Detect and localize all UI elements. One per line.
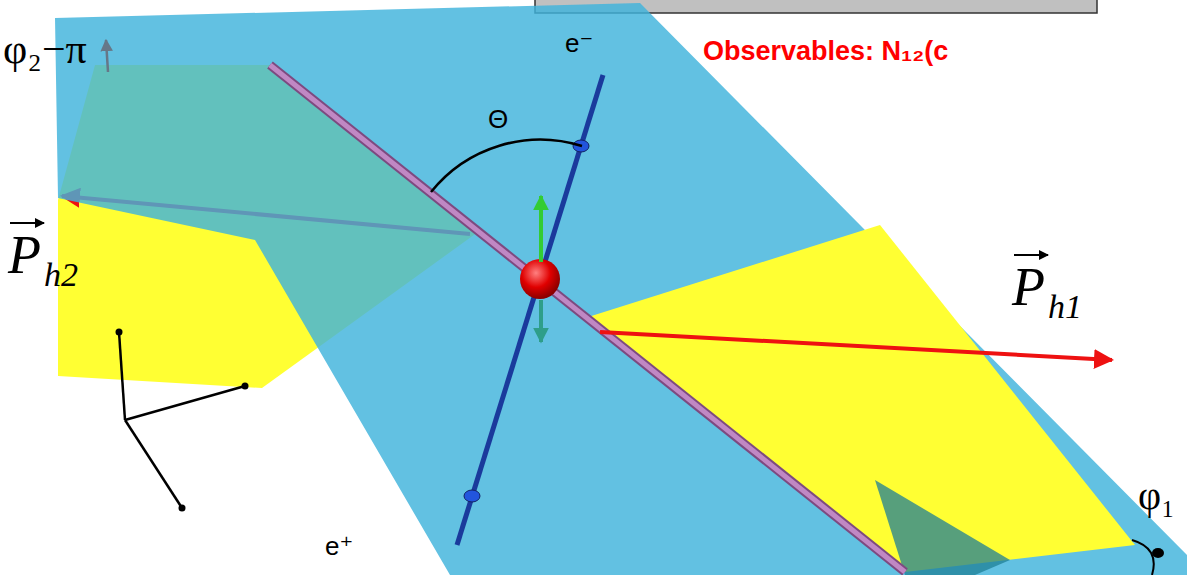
vector-arrow xyxy=(1014,254,1048,256)
normal-arrow xyxy=(106,40,108,72)
momentum-symbol: P xyxy=(8,228,41,282)
vector-arrow xyxy=(10,222,44,224)
hadron-plane-1 xyxy=(585,225,1135,572)
angle-label: φ₂−π xyxy=(3,28,87,70)
spin-arrow-up xyxy=(539,196,543,262)
particle-label: e⁻ xyxy=(565,30,593,56)
beam-axis xyxy=(270,65,905,572)
beam-axis-edge xyxy=(270,65,905,572)
angle-marker xyxy=(1152,548,1164,558)
momentum-symbol: P xyxy=(1012,260,1045,314)
angle-label: Θ xyxy=(488,106,508,132)
axis-tip xyxy=(242,383,249,390)
angle-arc xyxy=(1132,540,1154,575)
axis-tip xyxy=(116,329,123,336)
axis-line xyxy=(125,386,245,420)
axis-tip xyxy=(179,505,186,512)
interaction-point xyxy=(520,259,560,299)
axis-line xyxy=(125,420,182,508)
angle-arc xyxy=(431,140,582,192)
lepton-plane xyxy=(55,3,1187,575)
spin-arrow-down xyxy=(539,300,543,342)
angle-label: φ₁ xyxy=(1138,476,1175,516)
observables-heading: Observables: N₁₂(c xyxy=(703,38,948,65)
particle-label: e⁺ xyxy=(325,533,353,559)
momentum-subscript: h1 xyxy=(1048,290,1082,324)
lepton-dot xyxy=(464,490,480,502)
momentum-arrow-1 xyxy=(600,332,1112,360)
axis-line xyxy=(119,332,125,420)
momentum-subscript: h2 xyxy=(44,258,78,292)
